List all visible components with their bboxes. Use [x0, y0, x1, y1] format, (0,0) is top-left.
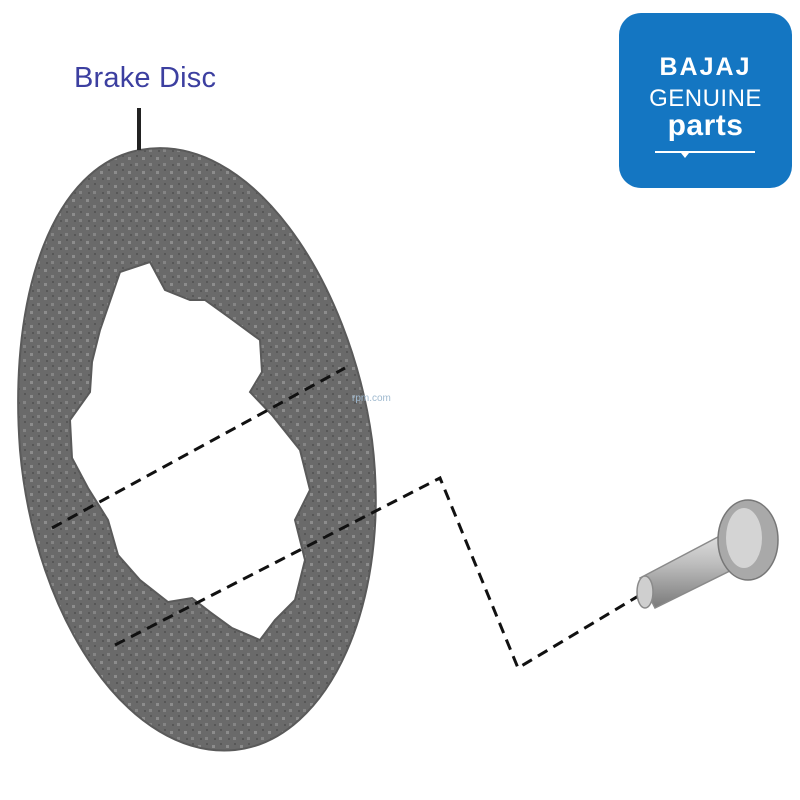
brake-disc-label: Brake Disc: [74, 62, 217, 94]
logo-parts-text: parts: [667, 109, 744, 142]
bajaj-genuine-parts-logo: BAJAJ GENUINE parts: [619, 13, 792, 188]
logo-arrow-icon: [681, 153, 689, 158]
assembly-guide-lines: [51, 366, 646, 671]
bolt-icon: [636, 499, 779, 610]
logo-underline: [655, 151, 755, 153]
upper-guide-line: [51, 366, 346, 530]
label-leader-line: [137, 108, 141, 150]
logo-genuine-text: GENUINE: [649, 85, 762, 112]
watermark: rpm.com: [352, 393, 391, 404]
brake-disc-icon: [17, 147, 377, 752]
bolt-guide-line: [114, 475, 646, 671]
logo-brand-text: BAJAJ: [659, 53, 752, 81]
